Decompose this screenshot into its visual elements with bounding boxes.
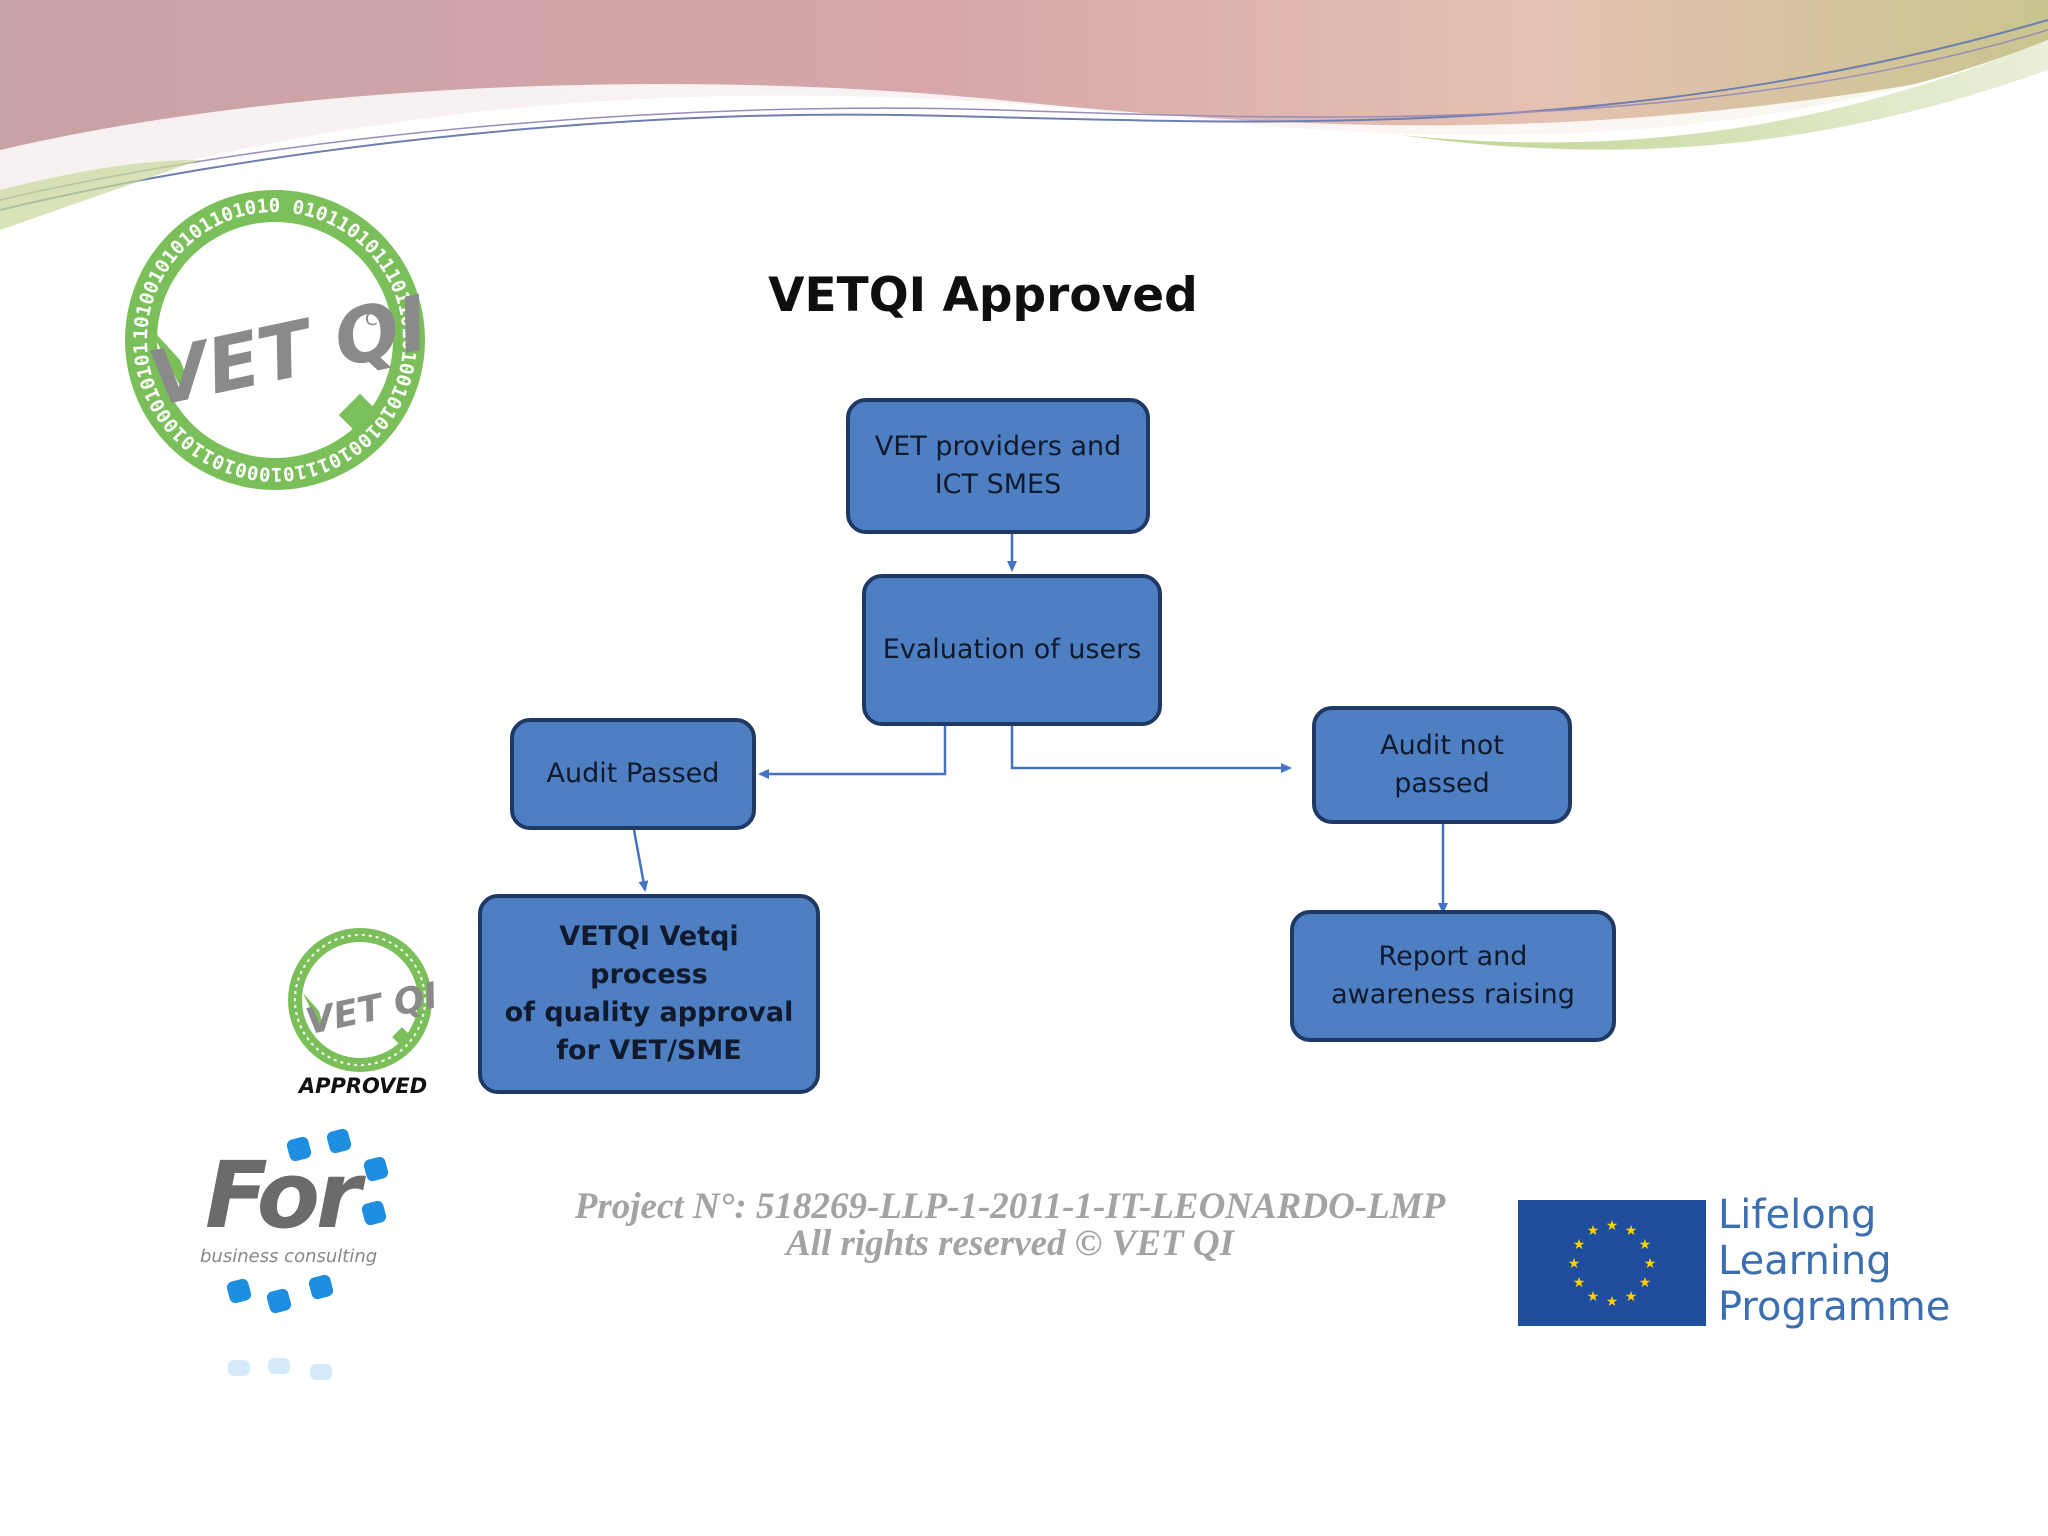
page-title: VETQI Approved [768,268,1198,323]
eu-star-icon: ★ [1573,1236,1586,1252]
vetqi-logo: 101001010101101010 010110101110110101001… [110,175,436,490]
node-audit-not-passed: Audit not passed [1312,706,1572,824]
eu-star-icon: ★ [1644,1255,1657,1271]
eu-star-icon: ★ [1573,1274,1586,1290]
eu-star-icon: ★ [1587,1288,1600,1304]
eu-stars-icon: ★★★★★★★★★★★★ [1568,1217,1657,1309]
node-vetqi-process: VETQI Vetqi process of quality approval … [478,894,820,1094]
eu-star-icon: ★ [1639,1236,1652,1252]
for-subtitle: business consulting [200,1246,378,1267]
node-vet-providers: VET providers and ICT SMES [846,398,1150,534]
eu-star-icon: ★ [1606,1217,1619,1233]
for-logo-dots [226,1128,389,1380]
node-report-awareness: Report and awareness raising [1290,910,1616,1042]
connector-audit-passed-to-process [632,829,649,892]
node-audit-passed: Audit Passed [510,718,756,830]
eu-star-icon: ★ [1587,1222,1600,1238]
node-evaluation-of-users: Evaluation of users [862,574,1162,726]
eu-flag-icon: ★★★★★★★★★★★★ [1518,1200,1706,1326]
llp-line-3: Programme [1718,1284,1951,1330]
vetqi-approved-logo: VET QI [288,928,435,1072]
llp-line-2: Learning [1718,1238,1892,1284]
footer-rights: All rights reserved © VET QI [785,1223,1235,1264]
eu-star-icon: ★ [1639,1274,1652,1290]
approved-label: APPROVED [298,1074,428,1098]
vetqi-superscript: CT [365,309,390,330]
footer-project-number: Project N°: 518269-LLP-1-2011-1-IT-LEONA… [574,1186,1446,1227]
llp-line-1: Lifelong [1718,1192,1877,1238]
llp-wordmark: Lifelong Learning Programme [1718,1192,1950,1330]
eu-star-icon: ★ [1625,1222,1638,1238]
for-wordmark: For [205,1142,361,1249]
eu-star-icon: ★ [1625,1288,1638,1304]
connector-evaluation-to-audit-passed [758,724,947,779]
eu-star-icon: ★ [1568,1255,1581,1271]
header-wave-decoration [0,0,2048,230]
eu-star-icon: ★ [1606,1293,1619,1309]
footer-project-text: Project N°: 518269-LLP-1-2011-1-IT-LEONA… [560,1188,1460,1262]
connector-evaluation-to-audit-not-passed [1010,724,1292,773]
